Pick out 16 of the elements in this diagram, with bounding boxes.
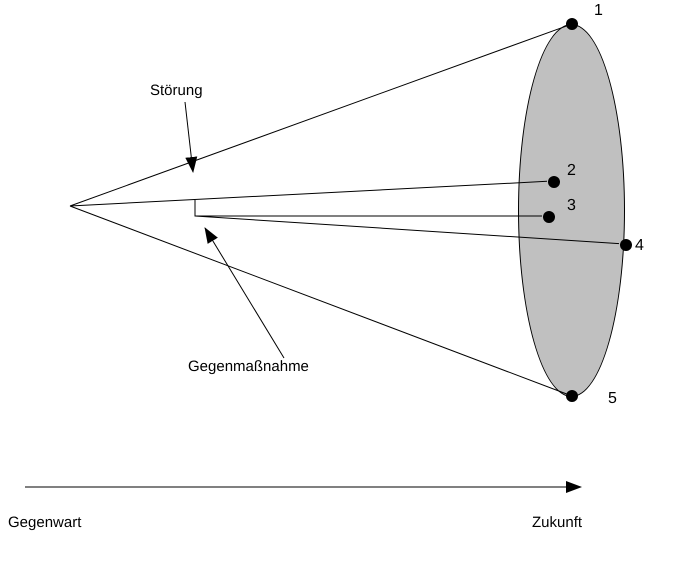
point-number: 4 (635, 237, 644, 255)
scenario-line (70, 26, 567, 206)
annotation-text: Gegenmaßnahme (188, 358, 309, 375)
point-number: 2 (567, 162, 576, 180)
scenario-line (70, 180, 548, 206)
scenario-line (194, 200, 542, 216)
leader-arrow (204, 227, 284, 358)
leader-arrow (184, 102, 198, 173)
scenario-line (70, 206, 567, 394)
point-number: 3 (567, 197, 576, 215)
annotation-text: Störung (150, 82, 203, 99)
point-number: 5 (608, 390, 617, 408)
time-label: Gegenwart (8, 514, 82, 531)
scenario-line (194, 216, 620, 244)
time-label: Zukunft (532, 514, 582, 531)
point-number: 1 (594, 2, 603, 20)
